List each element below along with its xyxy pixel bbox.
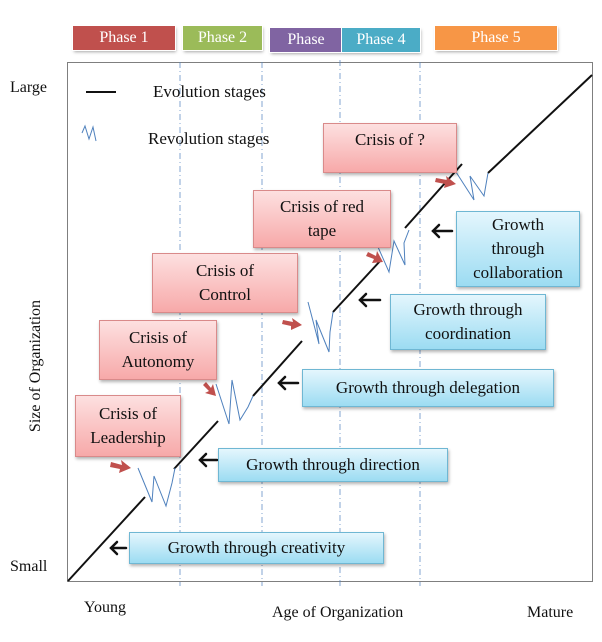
- crisis-text-line: tape: [307, 221, 337, 240]
- growth-delegation-box: Growth through delegation: [302, 369, 554, 407]
- crisis-arrow-icon: [110, 460, 131, 473]
- growth-collaboration-box: Growth through collaboration: [456, 211, 580, 287]
- crisis-unknown-box: Crisis of ?: [323, 123, 457, 173]
- growth-creativity-box: Growth through creativity: [129, 532, 384, 564]
- revolution-zigzag: [455, 171, 489, 201]
- revolution-zigzag: [215, 379, 254, 425]
- crisis-arrow-icon: [366, 251, 383, 263]
- phase-1-header: Phase 1: [72, 25, 176, 51]
- growth-text-line: Growth through delegation: [335, 378, 521, 397]
- crisis-leadership-box: Crisis of Leadership: [75, 395, 181, 457]
- evolution-segment: [67, 496, 146, 582]
- growth-arrow-icon: [198, 452, 219, 468]
- crisis-arrow-icon: [203, 382, 216, 396]
- crisis-text-line: Crisis of: [195, 261, 255, 280]
- phase-5-header: Phase 5: [434, 25, 558, 51]
- revolution-legend-label: Revolution stages: [148, 129, 270, 148]
- crisis-red-tape-box: Crisis of red tape: [253, 190, 391, 248]
- evolution-line: [67, 74, 593, 582]
- growth-text-line: Growth through: [413, 300, 523, 319]
- growth-text-line: collaboration: [473, 263, 563, 282]
- growth-arrow-icon: [277, 375, 300, 391]
- y-axis-top-label: Large: [10, 79, 48, 96]
- growth-arrow-icon: [109, 540, 128, 556]
- growth-text-line: coordination: [425, 324, 511, 343]
- revolution-zigzag: [377, 229, 410, 274]
- crisis-text-line: Leadership: [90, 428, 166, 447]
- evolution-segment: [487, 74, 593, 174]
- growth-text-line: Growth: [492, 215, 544, 234]
- crisis-text-line: Control: [199, 285, 251, 304]
- crisis-text-line: Crisis of red: [279, 197, 365, 216]
- growth-text-line: Growth through direction: [246, 455, 420, 474]
- growth-text-line: Growth through creativity: [167, 538, 346, 557]
- crisis-arrows: [110, 176, 456, 473]
- evolution-segment: [173, 420, 219, 470]
- y-axis-bottom-label: Small: [10, 558, 48, 575]
- evolution-segment: [252, 340, 303, 397]
- phase-4-header: Phase 4: [341, 27, 421, 53]
- evolution-legend-label: Evolution stages: [153, 82, 266, 101]
- phase-3-header: Phase: [269, 27, 343, 53]
- growth-direction-box: Growth through direction: [218, 448, 448, 482]
- crisis-text-line: Crisis of ?: [355, 130, 425, 149]
- x-axis-right-label: Mature: [527, 604, 574, 621]
- crisis-autonomy-box: Crisis of Autonomy: [99, 320, 217, 380]
- revolution-zigzag: [307, 301, 334, 353]
- growth-coordination-box: Growth through coordination: [390, 294, 546, 350]
- growth-arrow-icon: [431, 223, 454, 239]
- crisis-text-line: Crisis of: [98, 404, 158, 423]
- growth-text-line: through: [491, 239, 545, 258]
- growth-arrows: [109, 223, 454, 556]
- crisis-arrow-icon: [282, 318, 302, 330]
- crisis-text-line: Crisis of: [128, 328, 188, 347]
- x-axis-title: Age of Organization: [272, 604, 404, 621]
- revolution-legend-icon: [81, 124, 97, 142]
- x-axis-left-label: Young: [84, 599, 126, 616]
- crisis-control-box: Crisis of Control: [152, 253, 298, 313]
- evolution-segment: [332, 259, 382, 313]
- growth-arrow-icon: [358, 292, 382, 308]
- phase-2-header: Phase 2: [182, 25, 263, 51]
- diagram-frame: [67, 62, 593, 582]
- crisis-arrow-icon: [435, 176, 456, 188]
- crisis-text-line: Autonomy: [121, 352, 195, 371]
- revolution-zigzag: [137, 467, 176, 508]
- evolution-segment: [404, 163, 463, 229]
